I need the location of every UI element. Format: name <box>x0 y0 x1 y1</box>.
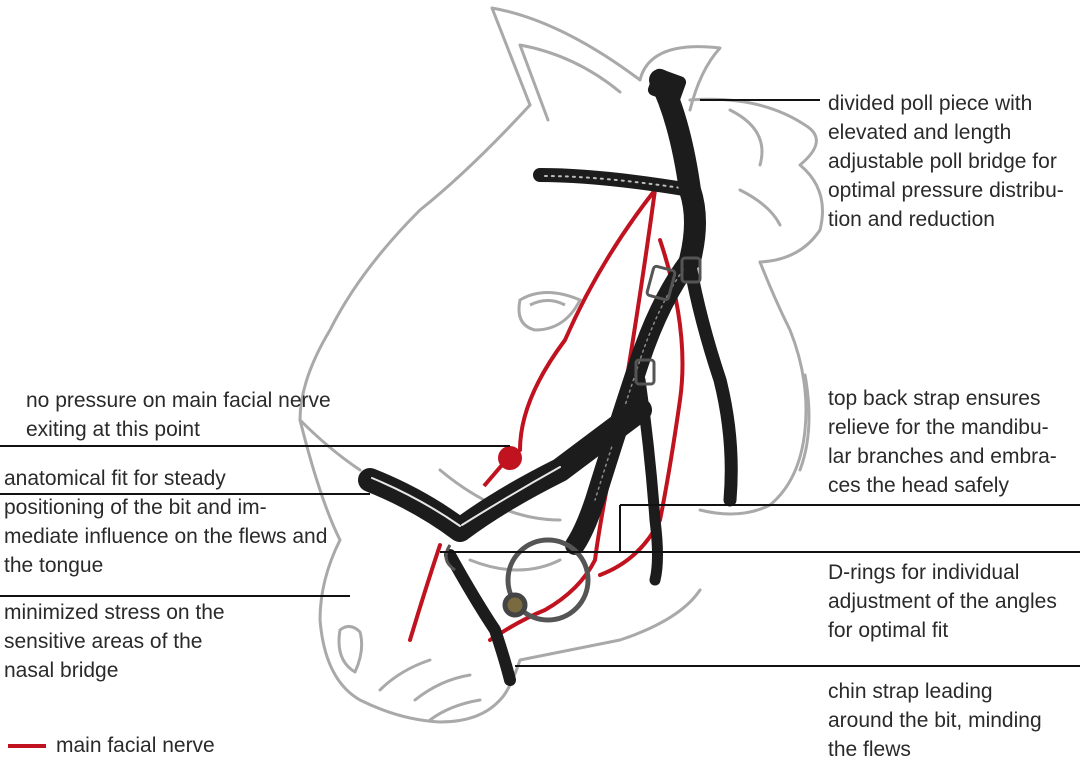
d-ring-icon <box>444 544 456 572</box>
facial-nerve-path <box>408 188 685 642</box>
bridle-straps <box>358 68 738 686</box>
bit-ring-icon <box>502 537 591 623</box>
anatomical-fit-label: anatomical fit for steady positioning of… <box>4 467 328 577</box>
horse-head-outline <box>298 6 824 724</box>
nerve-exit-label: no pressure on main facial nerve exiting… <box>26 389 331 441</box>
red-line-swatch-icon <box>8 744 46 748</box>
legend: main facial nerve <box>8 734 215 758</box>
back-strap-label: top back strap ensures relieve for the m… <box>828 387 1057 497</box>
nerve-exit-marker-icon <box>482 446 522 488</box>
leader-lines <box>0 99 1080 667</box>
chin-strap-label: chin strap leading around the bit, mindi… <box>828 680 1042 761</box>
poll-piece-label: divided poll piece with elevated and len… <box>828 92 1064 231</box>
legend-label: main facial nerve <box>56 734 215 757</box>
nasal-bridge-label: minimized stress on the sensitive areas … <box>4 601 225 682</box>
d-rings-label: D-rings for individual adjustment of the… <box>828 561 1057 642</box>
buckle-icon <box>634 256 702 386</box>
horse-eye <box>517 291 583 332</box>
